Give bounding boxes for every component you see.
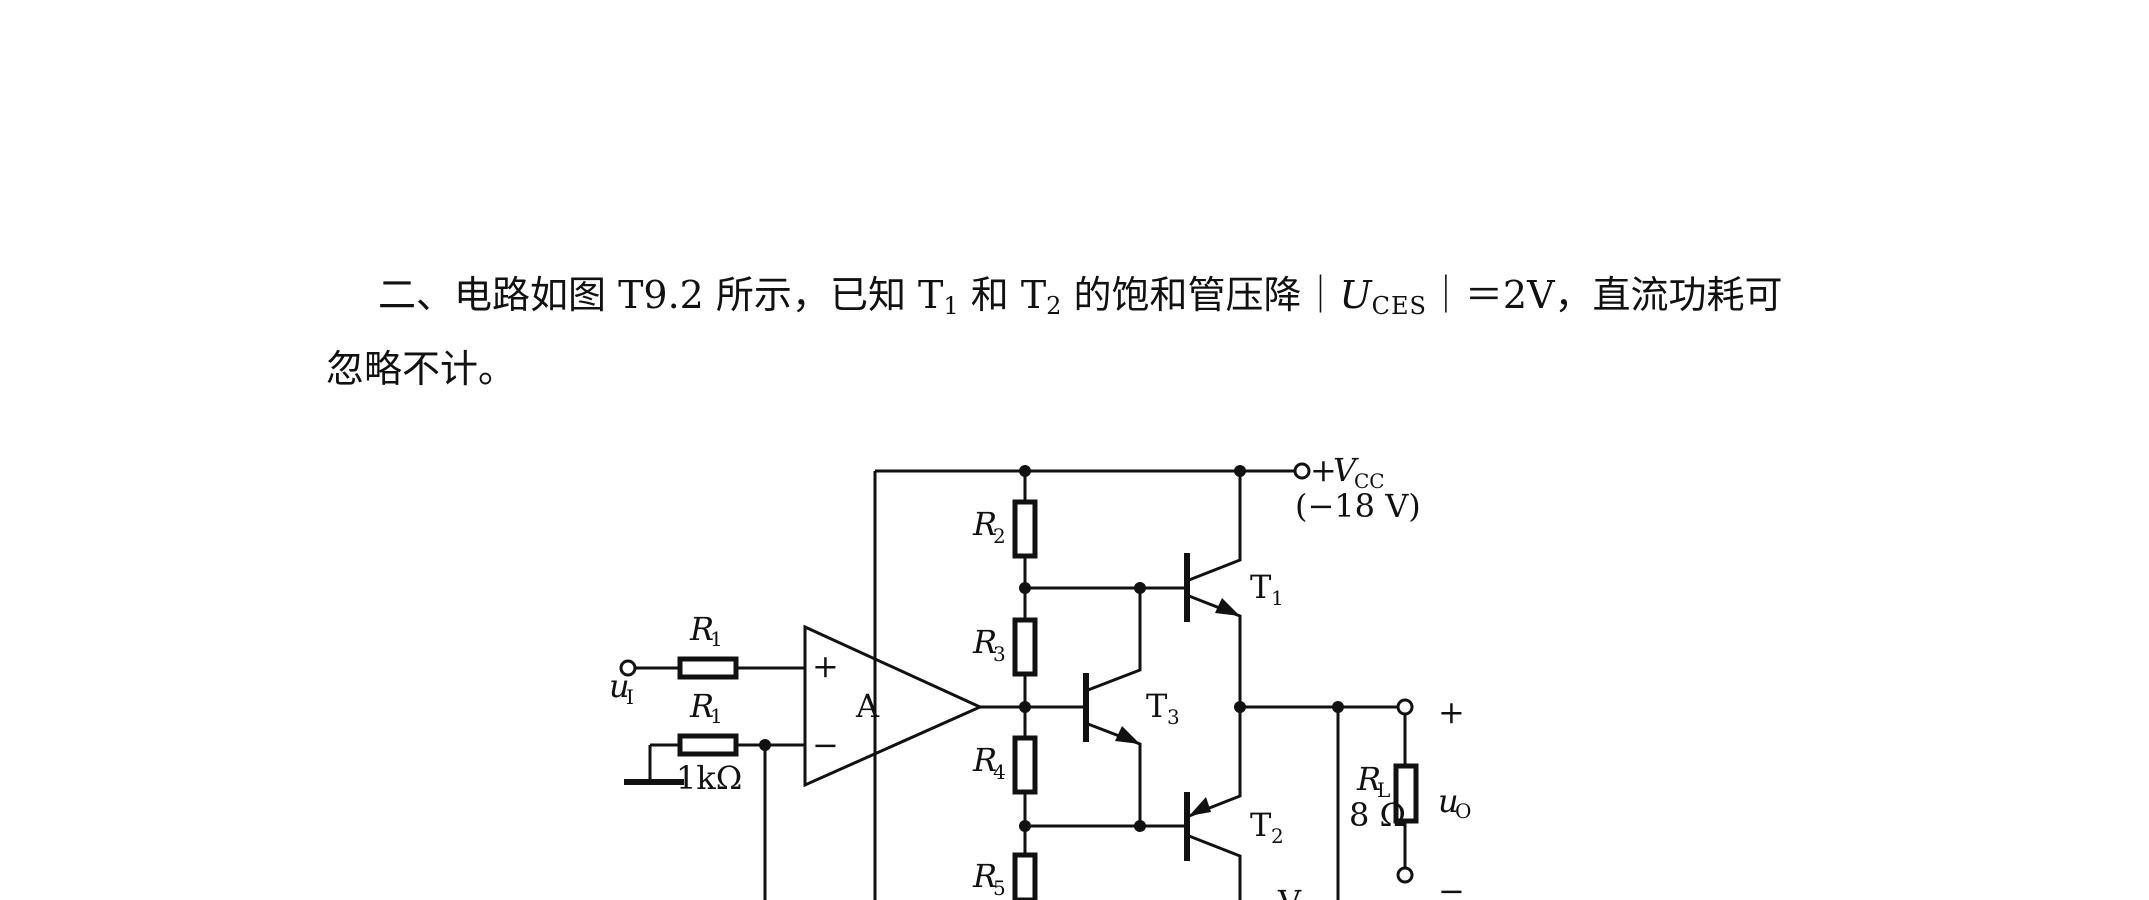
r1-top-subscript: 1 xyxy=(710,627,723,651)
resistor-rl xyxy=(1393,763,1419,824)
uo-subscript: O xyxy=(1455,799,1471,823)
u-ces-symbol: U xyxy=(1339,273,1372,317)
rl-value: 8 Ω xyxy=(1349,796,1406,834)
resistor-r1-bottom xyxy=(677,733,739,757)
t3-subscript: 3 xyxy=(1167,705,1180,729)
r2-subscript: 2 xyxy=(993,524,1006,548)
t2-subscript: 2 xyxy=(1271,824,1284,848)
rl-symbol: R xyxy=(1356,760,1381,798)
r1-top-symbol: R xyxy=(689,610,714,648)
uo-symbol: u xyxy=(1438,782,1459,820)
junction-dots xyxy=(759,465,1344,832)
resistors xyxy=(677,499,1419,900)
problem-mid-1: 和 T xyxy=(958,273,1047,317)
op-amp-plus-label: + xyxy=(812,647,839,685)
r2-symbol: R xyxy=(972,505,997,543)
problem-statement-line-2: 忽略不计。 xyxy=(326,347,517,391)
rl-subscript: L xyxy=(1377,778,1390,802)
r5-symbol: R xyxy=(972,857,997,895)
ui-symbol: u xyxy=(609,667,630,705)
r1-bottom-subscript: 1 xyxy=(710,704,723,728)
t2-label: T xyxy=(1250,806,1272,844)
uo-minus-label: − xyxy=(1438,872,1465,900)
r4-subscript: 4 xyxy=(993,760,1006,784)
op-amp-symbol xyxy=(803,624,984,788)
r5-subscript: 5 xyxy=(993,876,1006,900)
vcc-symbol-label: V xyxy=(1333,451,1359,489)
r4-symbol: R xyxy=(972,741,997,779)
problem-mid-2: 的饱和管压降｜ xyxy=(1061,273,1340,317)
vcc-subscript-label: CC xyxy=(1354,469,1385,493)
vcc-plus-label: + xyxy=(1310,451,1337,489)
terminals xyxy=(619,462,1414,884)
r1-bottom-symbol: R xyxy=(689,687,714,725)
resistor-r3 xyxy=(1012,617,1038,677)
t1-subscript: 1 xyxy=(1271,586,1284,610)
vcc-value-label: (−18 V) xyxy=(1295,487,1421,525)
uo-plus-terminal xyxy=(1396,698,1414,716)
t3-label: T xyxy=(1146,687,1168,725)
op-amp-label: A xyxy=(855,687,880,725)
transistor-bases xyxy=(1083,553,1190,861)
uo-plus-label: + xyxy=(1438,693,1465,731)
resistor-r4 xyxy=(1012,735,1038,795)
cut-off-label: V xyxy=(1277,883,1302,900)
r3-subscript: 3 xyxy=(993,642,1006,666)
resistor-r5 xyxy=(1012,852,1038,900)
ui-subscript: I xyxy=(626,685,634,709)
r1-bottom-value: 1kΩ xyxy=(676,759,742,797)
resistor-r1-top xyxy=(677,656,739,680)
t2-subscript: 2 xyxy=(1046,292,1062,320)
u-ces-subscript: CES xyxy=(1371,292,1427,320)
resistor-r2 xyxy=(1012,499,1038,559)
problem-lead: 二、电路如图 T9.2 所示，已知 T xyxy=(378,273,944,317)
t1-label: T xyxy=(1250,568,1272,606)
uo-minus-terminal xyxy=(1396,866,1414,884)
emitter-arrows xyxy=(1115,598,1240,816)
ui-terminal xyxy=(619,659,637,677)
r3-symbol: R xyxy=(972,623,997,661)
problem-statement-line-1: 二、电路如图 T9.2 所示，已知 T1 和 T2 的饱和管压降｜UCES｜＝2… xyxy=(378,273,1783,318)
t1-subscript: 1 xyxy=(943,292,959,320)
op-amp-minus-label: − xyxy=(812,726,839,764)
vcc-terminal xyxy=(1293,462,1311,480)
problem-tail: ｜＝2V，直流功耗可 xyxy=(1426,273,1783,317)
